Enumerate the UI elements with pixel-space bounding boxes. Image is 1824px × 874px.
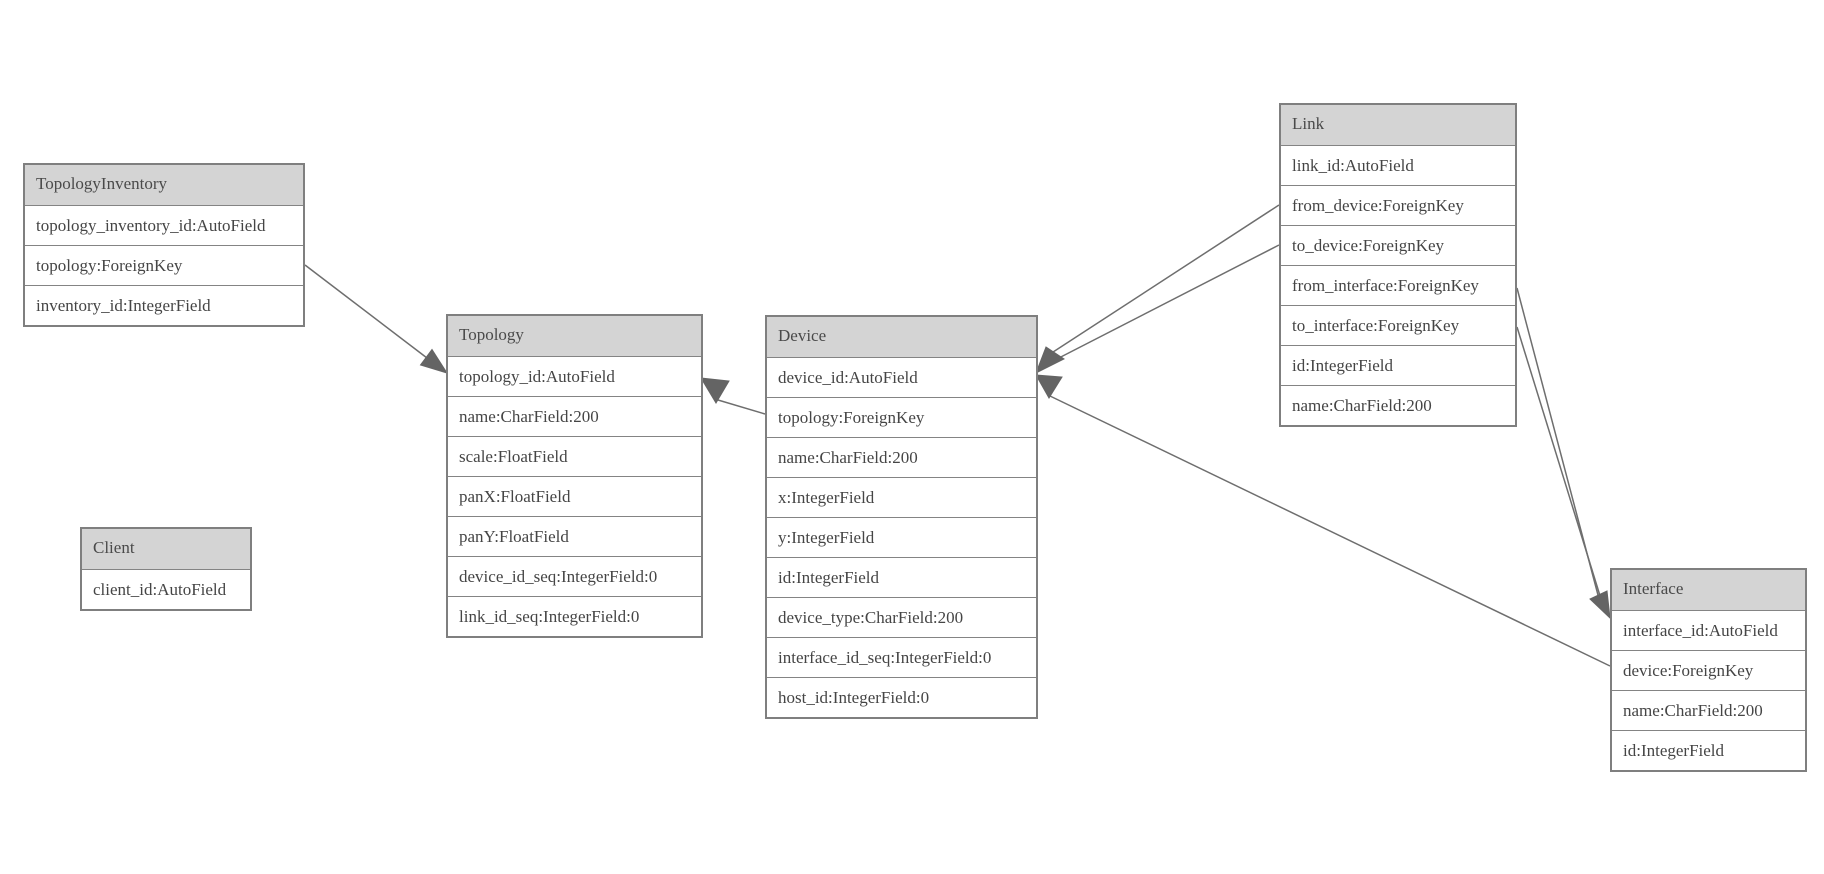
entity-title-device: Device <box>767 317 1036 357</box>
field-row-topology-1: name:CharField:200 <box>448 396 701 436</box>
field-row-device-6: device_type:CharField:200 <box>767 597 1036 637</box>
field-row-interface-0: interface_id:AutoField <box>1612 610 1805 650</box>
field-row-topology-0: topology_id:AutoField <box>448 356 701 396</box>
field-row-device-4: y:IntegerField <box>767 517 1036 557</box>
field-row-device-8: host_id:IntegerField:0 <box>767 677 1036 717</box>
entity-title-interface: Interface <box>1612 570 1805 610</box>
field-row-interface-2: name:CharField:200 <box>1612 690 1805 730</box>
field-row-topology-4: panY:FloatField <box>448 516 701 556</box>
arrowhead-icon-link-to-device <box>1035 346 1065 375</box>
field-row-device-0: device_id:AutoField <box>767 357 1036 397</box>
field-row-link-6: name:CharField:200 <box>1281 385 1515 425</box>
entity-title-topology-inventory: TopologyInventory <box>25 165 303 205</box>
field-row-interface-1: device:ForeignKey <box>1612 650 1805 690</box>
field-row-device-1: topology:ForeignKey <box>767 397 1036 437</box>
field-row-link-5: id:IntegerField <box>1281 345 1515 385</box>
field-row-link-0: link_id:AutoField <box>1281 145 1515 185</box>
field-row-topology-2: scale:FloatField <box>448 436 701 476</box>
field-row-device-3: x:IntegerField <box>767 477 1036 517</box>
relationship-line-link-to-device <box>1052 244 1280 362</box>
arrowhead-icon-link-to-interface <box>1589 590 1611 620</box>
field-row-topology-6: link_id_seq:IntegerField:0 <box>448 596 701 636</box>
field-row-client-0: client_id:AutoField <box>82 569 250 609</box>
field-row-topology-inventory-0: topology_inventory_id:AutoField <box>25 205 303 245</box>
arrowhead-icon-device-topology <box>700 377 730 404</box>
field-row-device-7: interface_id_seq:IntegerField:0 <box>767 637 1036 677</box>
arrowhead-icon-interface-device <box>1035 374 1063 399</box>
entity-title-client: Client <box>82 529 250 569</box>
field-row-link-3: from_interface:ForeignKey <box>1281 265 1515 305</box>
relationship-line-interface-device <box>1049 395 1611 667</box>
field-row-device-5: id:IntegerField <box>767 557 1036 597</box>
field-row-topology-3: panX:FloatField <box>448 476 701 516</box>
arrowhead-icon-topologyinventory-topology <box>419 348 449 374</box>
field-row-topology-inventory-1: topology:ForeignKey <box>25 245 303 285</box>
field-row-topology-inventory-2: inventory_id:IntegerField <box>25 285 303 325</box>
relationship-line-device-topology <box>717 399 766 415</box>
relationship-line-link-to-interface <box>1516 326 1602 600</box>
field-row-link-1: from_device:ForeignKey <box>1281 185 1515 225</box>
entity-title-topology: Topology <box>448 316 701 356</box>
entity-title-link: Link <box>1281 105 1515 145</box>
field-row-topology-5: device_id_seq:IntegerField:0 <box>448 556 701 596</box>
field-row-device-2: name:CharField:200 <box>767 437 1036 477</box>
field-row-link-2: to_device:ForeignKey <box>1281 225 1515 265</box>
field-row-link-4: to_interface:ForeignKey <box>1281 305 1515 345</box>
field-row-interface-3: id:IntegerField <box>1612 730 1805 770</box>
relationship-line-topologyinventory-topology <box>304 264 428 359</box>
relationship-line-link-from-device <box>1049 204 1280 355</box>
